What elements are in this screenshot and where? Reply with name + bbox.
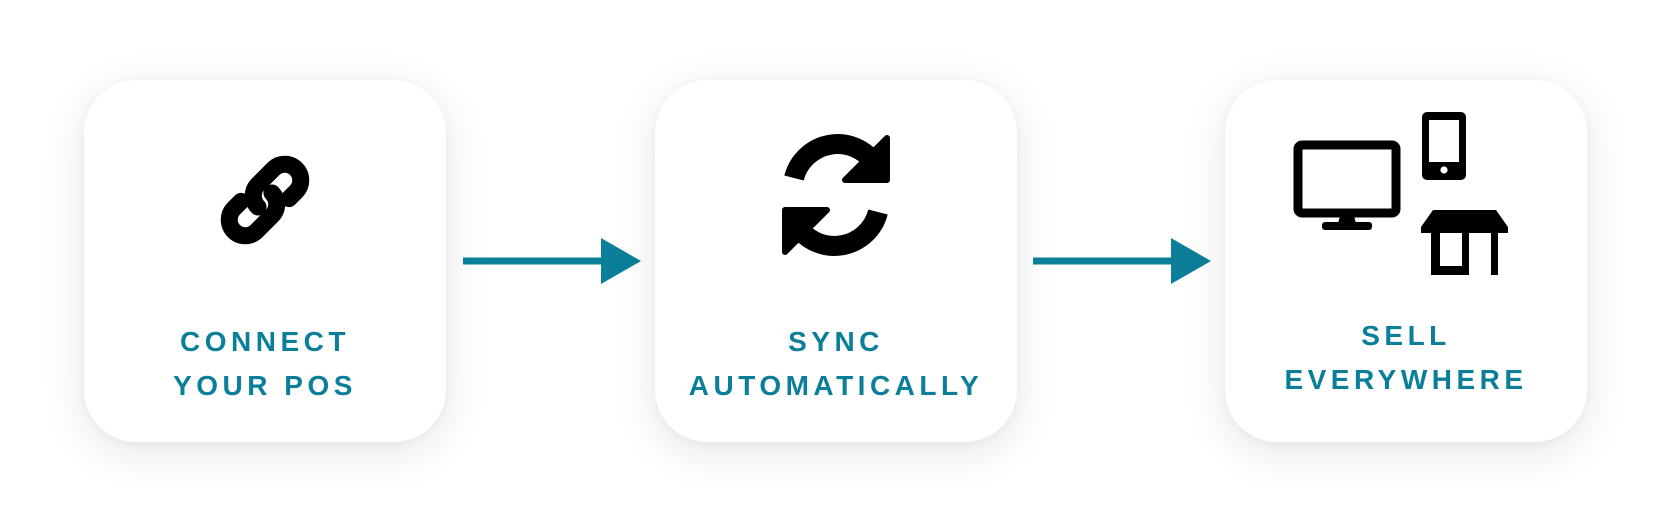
- sync-icon: [655, 130, 1017, 260]
- link-icon: [84, 136, 446, 264]
- flow-arrow-right-icon: [1033, 238, 1211, 284]
- step-card-sync: SYNC AUTOMATICALLY: [655, 80, 1017, 442]
- step-label-line: AUTOMATICALLY: [688, 370, 984, 401]
- step-label-line: EVERYWHERE: [1284, 364, 1528, 395]
- step-label-line: SELL: [1361, 320, 1451, 351]
- store-icon: [1421, 210, 1508, 275]
- monitor-icon: [1293, 140, 1401, 230]
- step-label-sell: SELL EVERYWHERE: [1225, 314, 1587, 402]
- step-card-sell: SELL EVERYWHERE: [1225, 80, 1587, 442]
- devices-icon: [1225, 108, 1587, 284]
- phone-icon: [1422, 112, 1466, 180]
- step-label-line: YOUR POS: [173, 370, 357, 401]
- step-label-connect: CONNECT YOUR POS: [84, 320, 446, 408]
- step-label-sync: SYNC AUTOMATICALLY: [655, 320, 1017, 408]
- step-label-line: CONNECT: [180, 326, 350, 357]
- step-card-connect: CONNECT YOUR POS: [84, 80, 446, 442]
- step-label-line: SYNC: [788, 326, 884, 357]
- flow-arrow-right-icon: [463, 238, 641, 284]
